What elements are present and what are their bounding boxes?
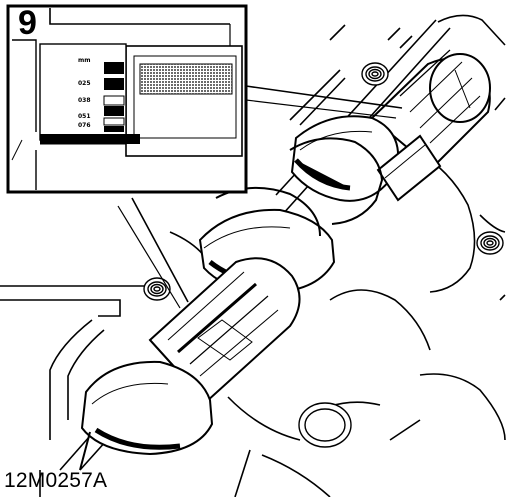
valve-bore xyxy=(298,402,352,448)
gauge-reading: 076 xyxy=(78,122,91,129)
bolt-holes xyxy=(143,62,504,448)
step-number: 9 xyxy=(18,4,37,42)
plastigauge-strip xyxy=(139,63,233,95)
gauge-unit-label: mm xyxy=(78,57,91,64)
bolt-hole xyxy=(476,231,504,255)
gauge-bar xyxy=(104,126,124,132)
figure-reference-code: 12M0257A xyxy=(4,469,108,492)
gauge-reading: 051 xyxy=(78,113,91,120)
camshaft xyxy=(79,49,491,471)
cylinder-head xyxy=(0,14,506,498)
pointer-line-front xyxy=(131,197,189,303)
cam-lobe xyxy=(79,360,214,471)
gauge-reading: 025 xyxy=(78,80,91,87)
front-journal xyxy=(148,257,301,404)
gauge-bar xyxy=(103,95,125,106)
inset-detail xyxy=(6,4,403,309)
bolt-hole xyxy=(361,62,389,86)
gauge-bar xyxy=(104,106,124,116)
gauge-bar xyxy=(104,62,124,74)
shaft-segment xyxy=(376,134,442,202)
cam-lobe xyxy=(290,115,400,202)
rear-journal xyxy=(370,49,491,170)
gauge-bar xyxy=(104,78,124,90)
gauge-bar xyxy=(103,117,125,126)
gauge-reading: 038 xyxy=(78,97,91,104)
pointer-line-rear xyxy=(245,85,403,109)
bolt-hole xyxy=(143,277,171,301)
